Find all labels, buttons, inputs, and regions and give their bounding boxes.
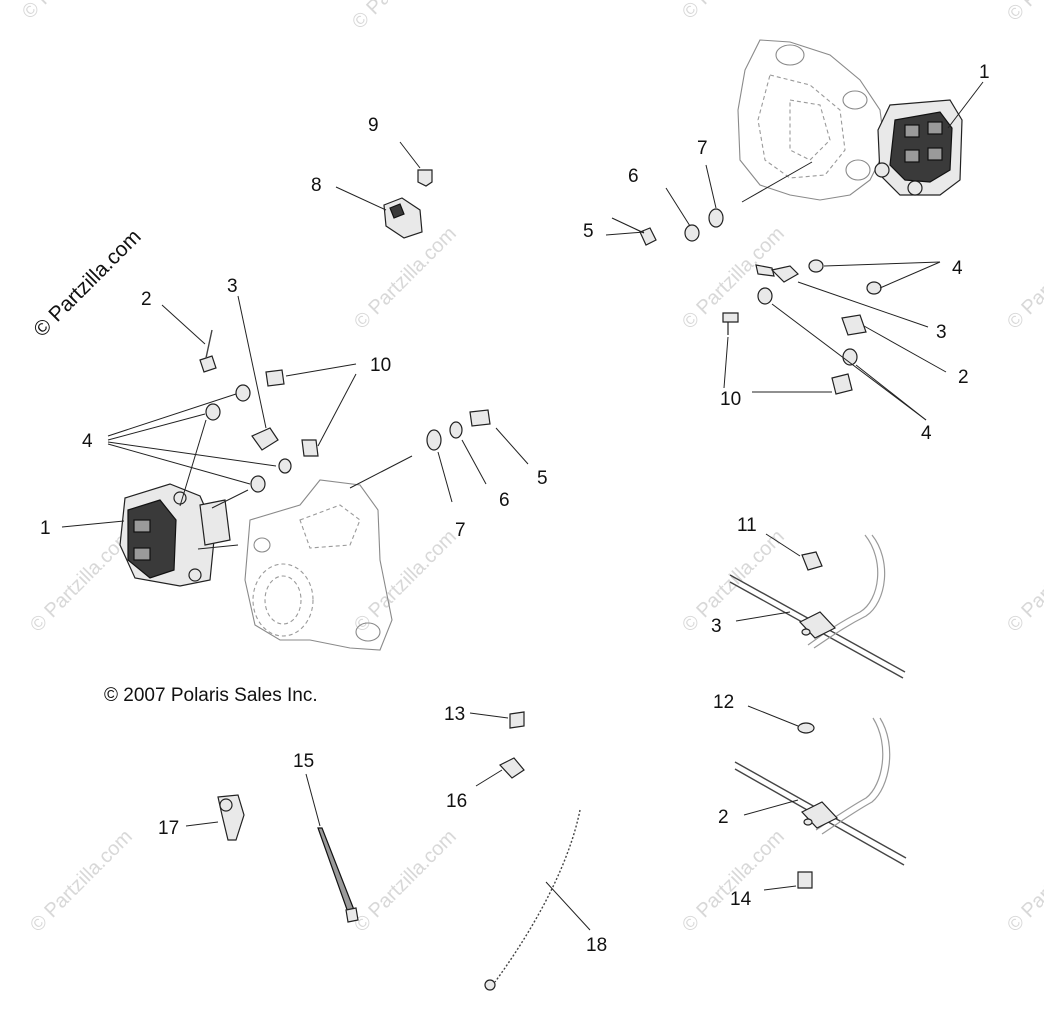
callout-11: 11 — [737, 515, 757, 536]
right-washers-and-bolts — [611, 208, 882, 395]
left-hardware — [199, 329, 491, 493]
watermark-text: © Partzilla.com — [1003, 526, 1044, 637]
watermark-text: © Partzilla.com — [1003, 826, 1044, 937]
watermark-text: © Partzilla.com — [1003, 223, 1044, 334]
callout-14: 14 — [730, 889, 752, 910]
callout-18: 18 — [586, 935, 607, 956]
watermark-text: © Partzilla.com — [350, 826, 461, 937]
callout-3: 3 — [227, 276, 238, 297]
partzilla-brand-stamp: © Partzilla.com — [29, 225, 145, 341]
callout-13: 13 — [444, 704, 465, 725]
brake-line-clip-lower — [734, 717, 907, 889]
callout-15: 15 — [293, 751, 314, 772]
callout-7: 7 — [455, 520, 466, 541]
callout-2: 2 — [141, 289, 152, 310]
copyright-notice: © 2007 Polaris Sales Inc. — [104, 685, 318, 706]
callout-5: 5 — [537, 468, 548, 489]
callout-4: 4 — [921, 423, 932, 444]
callout-1: 1 — [979, 62, 990, 83]
callout-4: 4 — [82, 431, 93, 452]
callout-17: 17 — [158, 818, 179, 839]
callout-9: 9 — [368, 115, 379, 136]
callout-4: 4 — [952, 258, 963, 279]
callout-12: 12 — [713, 692, 734, 713]
watermark-text: © Partzilla.com — [678, 526, 789, 637]
left-brake-caliper — [119, 483, 231, 587]
watermark-text: © Partzilla.com — [18, 0, 129, 24]
callout-6: 6 — [499, 490, 510, 511]
bottom-small-parts — [217, 711, 581, 991]
callout-2: 2 — [718, 807, 729, 828]
callout-5: 5 — [583, 221, 594, 242]
callout-6: 6 — [628, 166, 639, 187]
watermark-text: © Partzilla.com — [678, 0, 789, 24]
callout-labels: 1 7 6 9 8 5 4 3 2 10 4 2 3 10 4 5 6 7 1 … — [40, 62, 990, 956]
right-brake-caliper — [874, 99, 963, 196]
callout-1: 1 — [40, 518, 51, 539]
callout-3: 3 — [936, 322, 947, 343]
watermark-text: © Partzilla.com — [1003, 0, 1044, 26]
callout-7: 7 — [697, 138, 708, 159]
callout-2: 2 — [958, 367, 969, 388]
right-knuckle-outline — [737, 39, 886, 201]
watermark-text: © Partzilla.com — [350, 223, 461, 334]
top-bracket-parts — [383, 169, 433, 239]
callout-10: 10 — [720, 389, 741, 410]
left-knuckle-outline — [244, 479, 393, 651]
watermark-text: © Partzilla.com — [348, 0, 459, 34]
callout-8: 8 — [311, 175, 322, 196]
leader-lines — [61, 81, 984, 931]
watermark-text: © Partzilla.com — [678, 826, 789, 937]
watermark-text: © Partzilla.com — [350, 526, 461, 637]
brake-line-clip-upper — [729, 534, 906, 679]
callout-10: 10 — [370, 355, 391, 376]
callout-3: 3 — [711, 616, 722, 637]
watermark-text: © Partzilla.com — [26, 826, 137, 937]
callout-16: 16 — [446, 791, 467, 812]
